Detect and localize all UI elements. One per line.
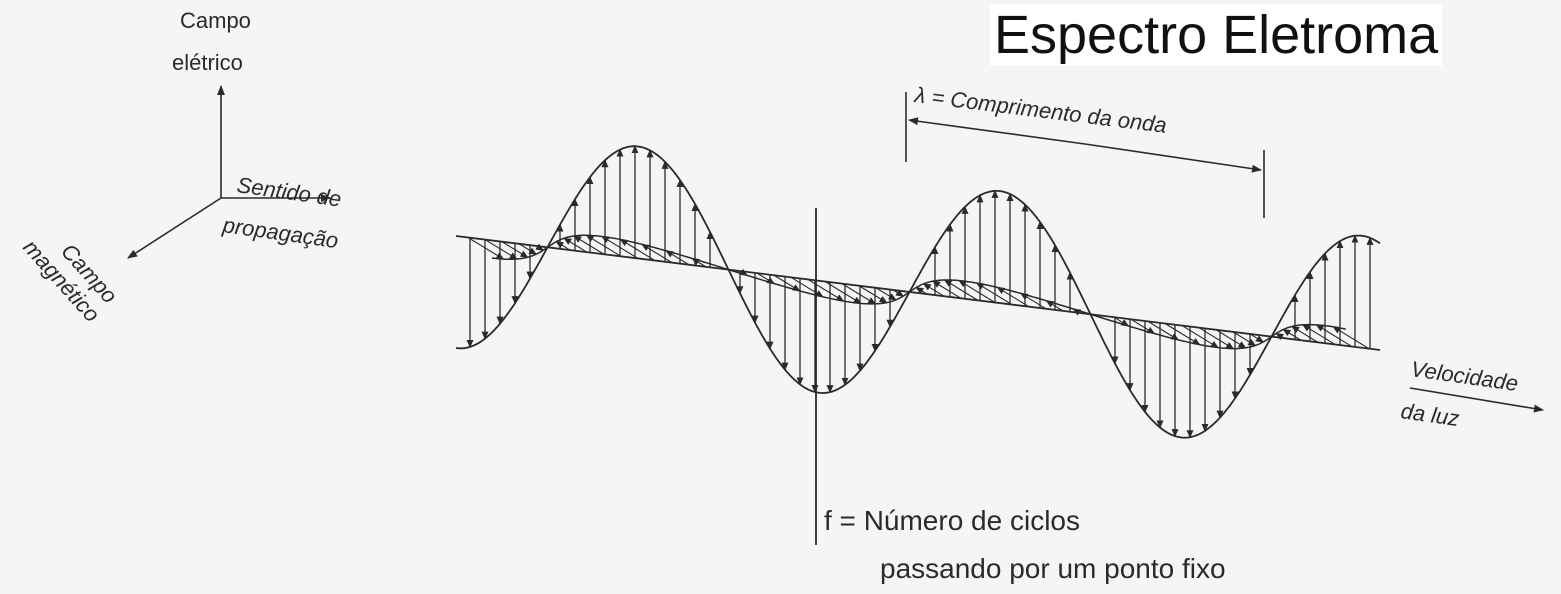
magnetic-field-vector [1113,316,1130,327]
wave-axis-line [455,235,1381,351]
magnetic-field-vector [1249,333,1264,343]
speed-label-line2: da luz [1399,398,1461,431]
wave [455,145,1381,439]
speed-of-light-arrow [1409,387,1544,413]
magnetic-field-vector [824,281,862,304]
magnetic-field-vector [1232,331,1257,347]
magnetic-field-vector [932,280,962,299]
magnetic-field-vector [1164,323,1201,346]
magnetic-field-vector [641,243,673,264]
electric-field-envelope [455,145,1381,439]
magnetic-field-vector [1072,308,1082,316]
magnetic-field-axis [127,197,222,259]
magnetic-field-vector [1181,325,1219,349]
wavelength-marker [905,92,1265,218]
magnetic-field-vector [892,289,905,297]
propagation-label-line2: propagação [220,212,340,253]
magnetic-field-vector [518,243,537,255]
magnetic-field-vector [875,287,897,301]
magnetic-field-vector [1130,318,1156,335]
magnetic-field-vector [915,287,928,295]
wavelength-arrow-right [1084,143,1262,173]
magnetic-field-vector [1215,329,1247,349]
magnetic-field-vector [535,243,544,251]
magnetic-field-vector [573,235,605,255]
wavelength-label: λ = Comprimento da onda [912,82,1168,138]
magnetic-field-vector [756,272,775,285]
magnetic-field-vector [467,237,505,260]
slide-title: Espectro Eletroma [990,4,1443,66]
magnetic-field-vector [739,268,748,276]
magnetic-field-vector [1302,324,1336,345]
magnetic-field-vector [555,241,571,251]
propagation-label-line1: Sentido de [235,172,343,211]
magnetic-field-vector [665,250,690,266]
magnetic-field-vector [1291,325,1319,343]
electric-field-label-line1: Campo [180,8,251,33]
magnetic-field-vector [484,239,518,260]
magnetic-field-vector [585,234,622,257]
magnetic-field-vector [807,278,845,302]
magnetic-field-vector [1275,332,1285,341]
wavelength-arrow-left [908,117,1086,145]
magnetic-field-vector [1315,324,1353,348]
magnetic-field-vector [922,283,945,297]
frequency-label-line2: passando por um ponto fixo [880,553,1226,584]
magnetic-field-vector [1282,328,1302,341]
magnetic-field-vector [841,283,877,305]
magnetic-field-vector [1332,326,1370,350]
magnetic-field-vector [773,274,801,292]
magnetic-field-vector [619,238,656,262]
axes-indicator [127,85,331,259]
magnetic-field-vector [1147,320,1180,341]
magnetic-field-vector [790,276,824,298]
frequency-label-line1: f = Número de ciclos [824,505,1080,536]
magnetic-field-vector [858,285,888,304]
electric-field-label-line2: elétrico [172,50,243,75]
magnetic-field-vector [996,286,1030,308]
